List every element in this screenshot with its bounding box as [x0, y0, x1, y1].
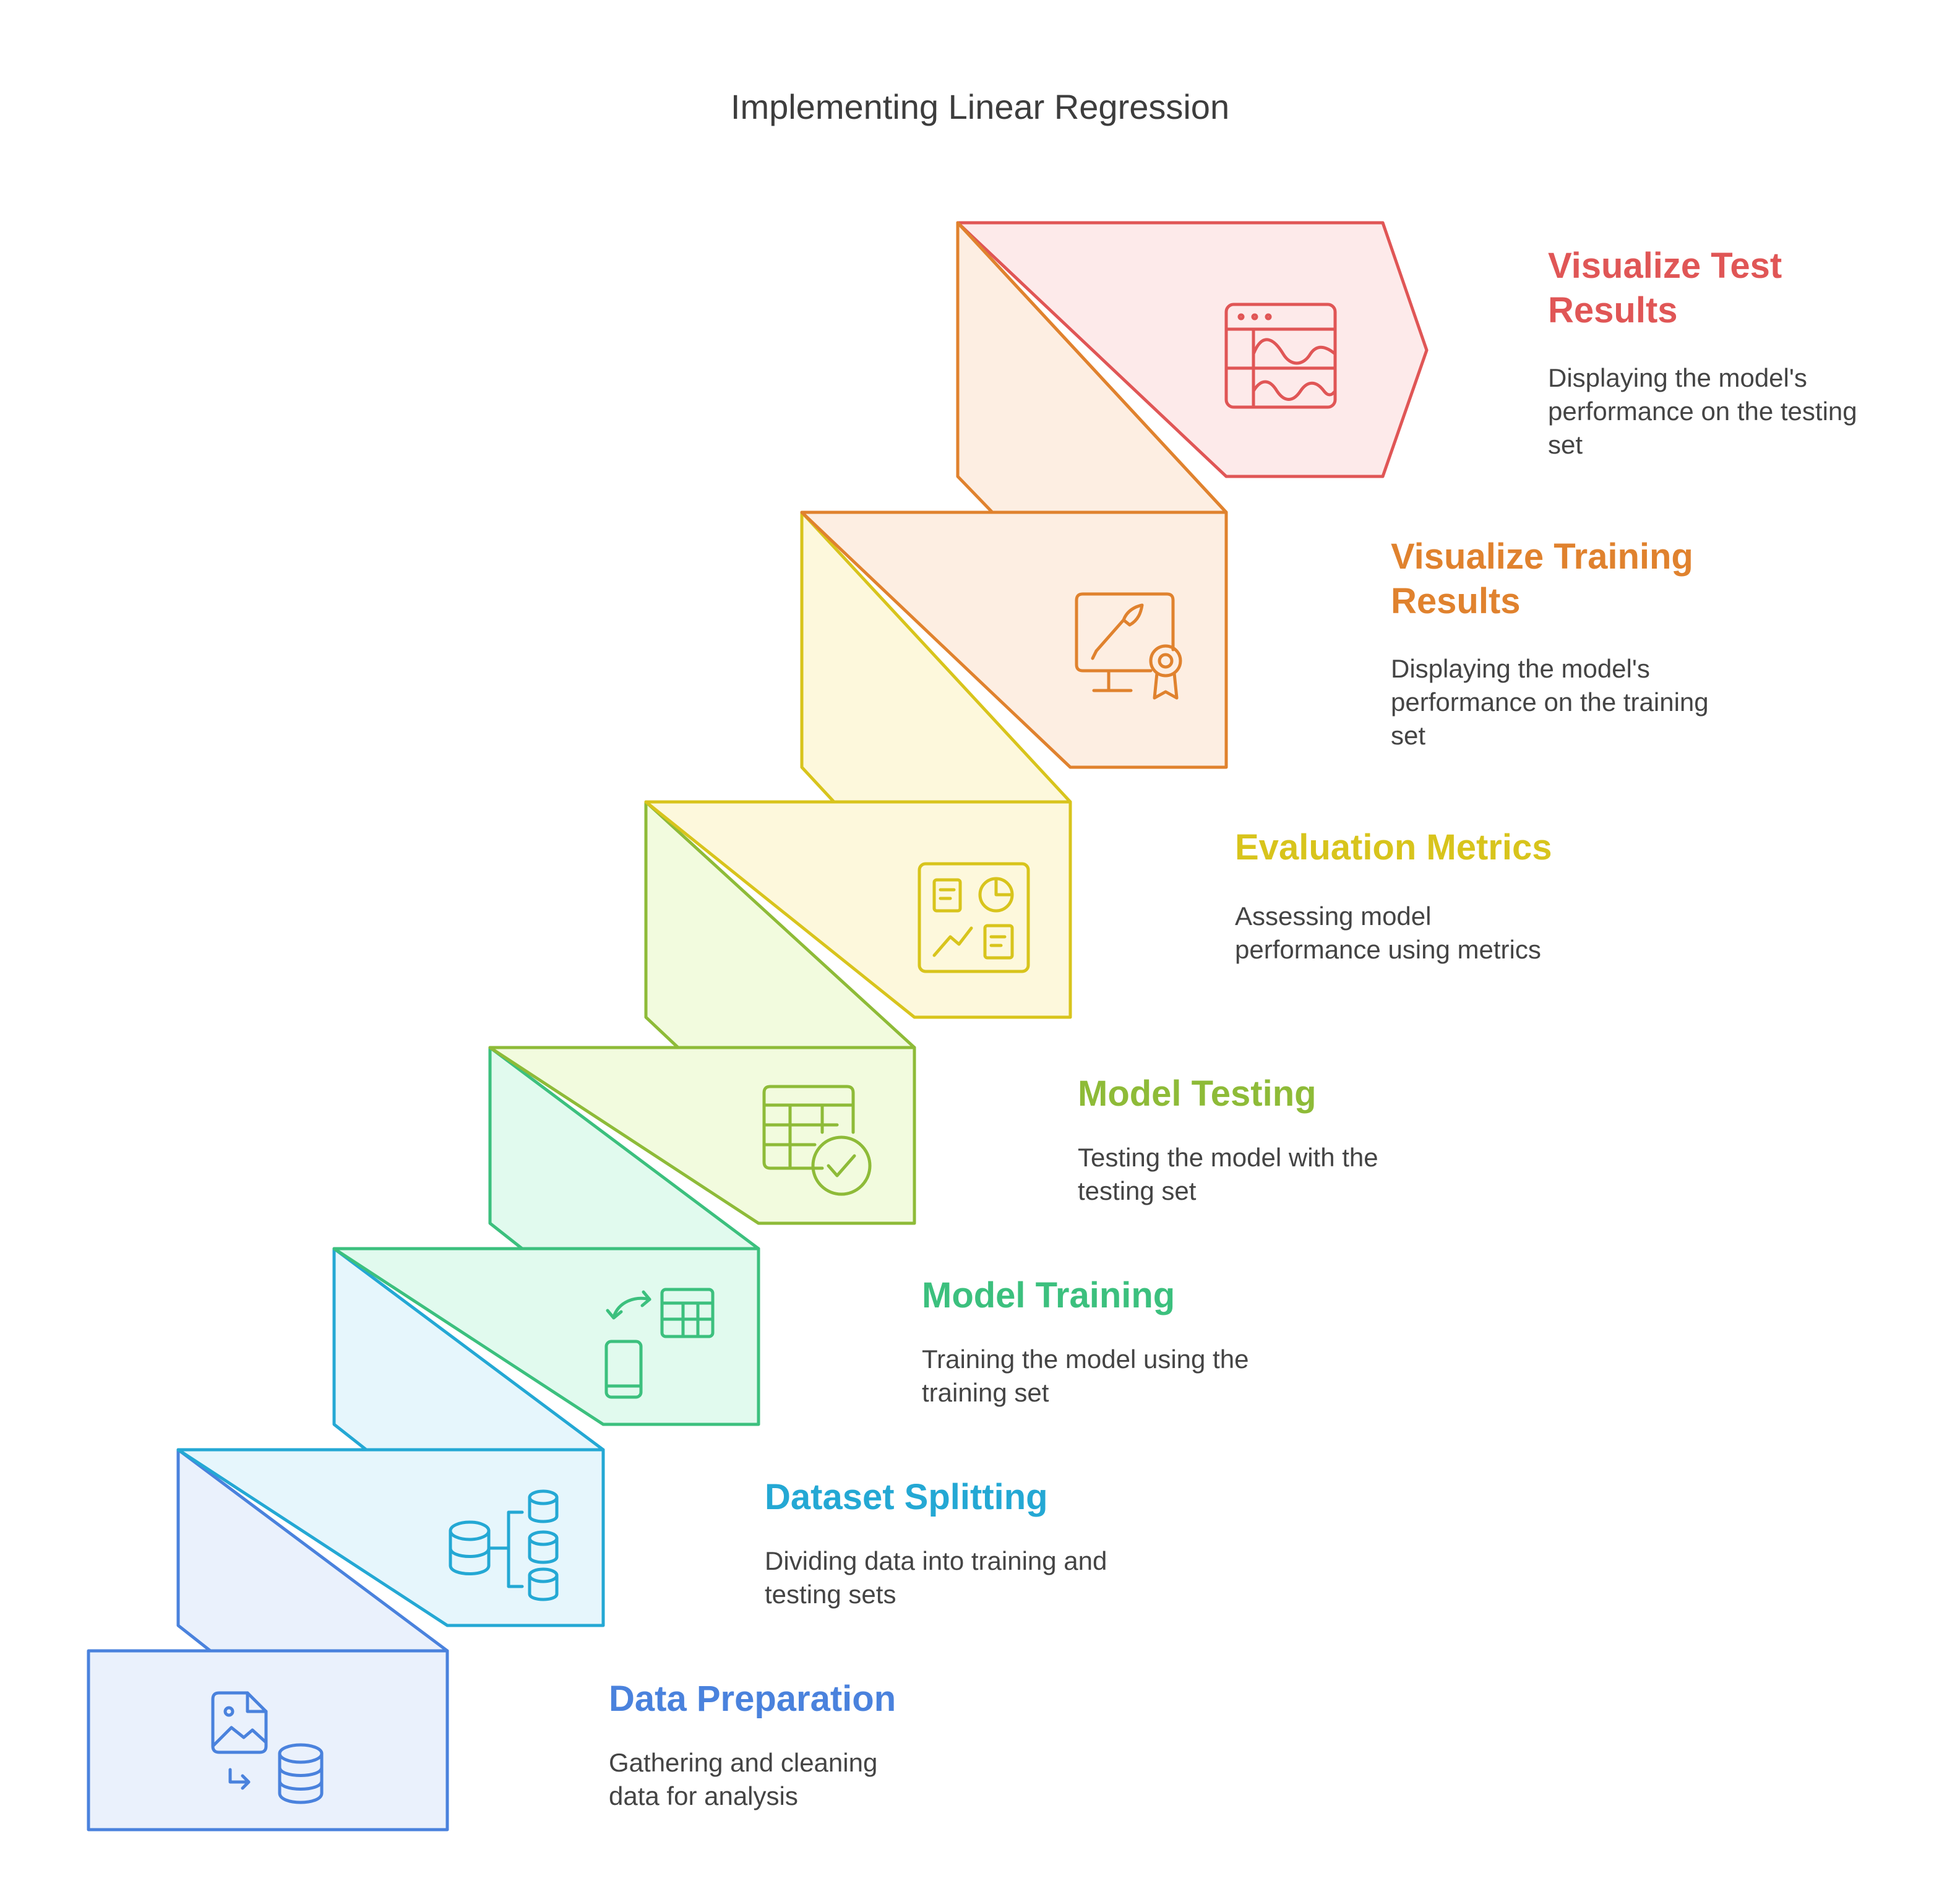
- step-desc-model-testing: Testing the model with the testing set: [1078, 1143, 1378, 1205]
- metrics-board-icon: [918, 862, 1030, 973]
- database-split-icon: [449, 1489, 559, 1601]
- step-title-visualize-training-results: Visualize Training Results: [1391, 536, 1693, 621]
- step-visualize-test-results-fold-edge: [956, 221, 1228, 514]
- device-table-sync-icon: [604, 1288, 715, 1399]
- step-desc-data-preparation: Gathering and cleaning data for analysis: [609, 1748, 878, 1810]
- step-data-preparation-panel: [87, 1649, 449, 1832]
- step-model-training: [332, 1046, 760, 1426]
- step-desc-model-training: Training the model using the training se…: [922, 1345, 1249, 1407]
- step-title-visualize-test-results: Visualize Test Results: [1548, 246, 1782, 330]
- step-model-testing-fold: [644, 800, 916, 1049]
- step-data-preparation-fold: [176, 1448, 449, 1653]
- step-dataset-splitting-fold: [332, 1247, 605, 1452]
- step-title-data-preparation: Data Preparation: [609, 1679, 896, 1719]
- step-desc-dataset-splitting: Dividing data into training and testing …: [765, 1546, 1107, 1609]
- image-to-database-icon: [211, 1691, 324, 1804]
- step-title-model-training: Model Training: [922, 1275, 1176, 1315]
- step-desc-visualize-training-results: Displaying the model's performance on th…: [1391, 654, 1709, 750]
- step-evaluation-metrics: [644, 510, 1072, 1019]
- step-model-training-fold: [488, 1046, 760, 1250]
- step-visualize-test-results-panel: [956, 221, 1429, 478]
- step-title-model-testing: Model Testing: [1078, 1074, 1317, 1114]
- step-visualize-test-results: [956, 221, 1429, 514]
- step-title-evaluation-metrics: Evaluation Metrics: [1235, 827, 1552, 867]
- presentation-award-icon: [1075, 592, 1182, 700]
- step-title-dataset-splitting: Dataset Splitting: [765, 1477, 1048, 1517]
- step-desc-evaluation-metrics: Assessing model performance using metric…: [1235, 902, 1541, 964]
- step-dataset-splitting: [176, 1247, 605, 1627]
- step-desc-visualize-test-results: Displaying the model's performance on th…: [1548, 363, 1857, 459]
- dashboard-waves-icon: [1224, 303, 1337, 409]
- step-data-preparation: [87, 1448, 449, 1832]
- table-check-icon: [762, 1085, 872, 1196]
- diagram-title: Implementing Linear Regression: [730, 87, 1230, 126]
- step-model-testing: [488, 800, 916, 1225]
- step-evaluation-metrics-fold: [800, 510, 1072, 804]
